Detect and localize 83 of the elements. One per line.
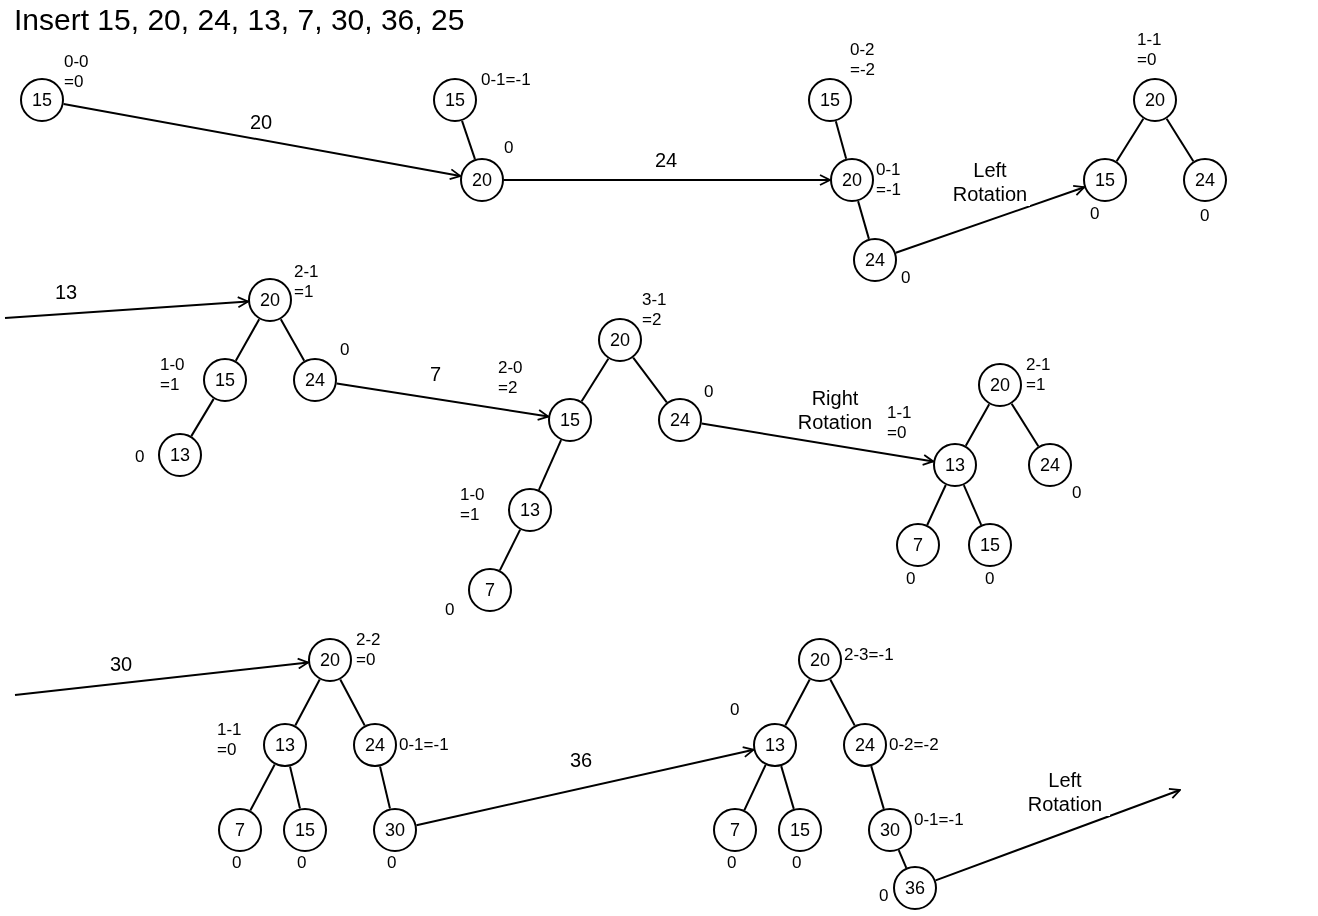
tree-node: 20 (598, 318, 642, 362)
tree-branch (379, 765, 391, 810)
balance-factor: 0 (1090, 204, 1100, 224)
tree-node: 13 (933, 443, 977, 487)
balance-factor: 0 (1200, 206, 1210, 226)
step-arrow (14, 657, 310, 696)
tree-node: 20 (978, 363, 1022, 407)
tree-node: 20 (798, 638, 842, 682)
tree-branch (870, 765, 885, 810)
tree-node: 30 (373, 808, 417, 852)
tree-branch (857, 200, 870, 240)
tree-node: 13 (508, 488, 552, 532)
tree-node: 15 (283, 808, 327, 852)
balance-factor: 0 (504, 138, 514, 158)
tree-node: 24 (353, 723, 397, 767)
tree-node: 7 (896, 523, 940, 567)
balance-factor: 2-3=-1 (844, 645, 894, 665)
tree-node: 20 (830, 158, 874, 202)
tree-node: 13 (263, 723, 307, 767)
tree-node: 15 (433, 78, 477, 122)
balance-factor: 0-1=-1 (399, 735, 449, 755)
balance-factor: 0 (387, 853, 397, 873)
balance-factor: 0-1=-1 (481, 70, 531, 90)
tree-node: 24 (658, 398, 702, 442)
balance-factor: 0 (297, 853, 307, 873)
balance-factor: 0 (906, 569, 916, 589)
balance-factor: 0-2 =-2 (850, 40, 877, 80)
balance-factor: 0 (704, 382, 714, 402)
tree-node: 20 (1133, 78, 1177, 122)
balance-factor: 2-1 =1 (294, 262, 320, 302)
balance-factor: 0 (445, 600, 455, 620)
balance-factor: 0-2=-2 (889, 735, 939, 755)
balance-factor: 0 (232, 853, 242, 873)
balance-factor: 3-1 =2 (642, 290, 668, 330)
balance-factor: 1-1 =0 (1137, 30, 1163, 70)
step-arrow (4, 296, 250, 319)
tree-node: 15 (968, 523, 1012, 567)
tree-node: 24 (853, 238, 897, 282)
tree-node: 15 (203, 358, 247, 402)
tree-node: 15 (548, 398, 592, 442)
balance-factor: 2-0 =2 (498, 358, 524, 398)
tree-node: 7 (218, 808, 262, 852)
title: Insert 15, 20, 24, 13, 7, 30, 36, 25 (14, 2, 465, 38)
balance-factor: 0 (985, 569, 995, 589)
tree-node: 36 (893, 866, 937, 910)
balance-factor: 0-1=-1 (914, 810, 964, 830)
balance-factor: 0 (730, 700, 740, 720)
tree-node: 13 (158, 433, 202, 477)
balance-factor: 0 (727, 853, 737, 873)
balance-factor: 0 (879, 886, 889, 906)
tree-node: 7 (713, 808, 757, 852)
balance-factor: 0-1 =-1 (876, 160, 903, 200)
tree-node: 20 (460, 158, 504, 202)
balance-factor: 0-0 =0 (64, 52, 90, 92)
tree-node: 15 (808, 78, 852, 122)
balance-factor: 1-0 =1 (160, 355, 186, 395)
balance-factor: 0 (901, 268, 911, 288)
tree-node: 24 (843, 723, 887, 767)
tree-node: 7 (468, 568, 512, 612)
balance-factor: 0 (1072, 483, 1082, 503)
balance-factor: 0 (340, 340, 350, 360)
balance-factor: 0 (792, 853, 802, 873)
tree-branch (834, 120, 848, 160)
balance-factor: 1-1 =0 (887, 403, 913, 443)
tree-node: 20 (308, 638, 352, 682)
tree-node: 24 (1028, 443, 1072, 487)
balance-factor: 0 (135, 447, 145, 467)
tree-node: 24 (1183, 158, 1227, 202)
tree-branch (780, 765, 795, 810)
tree-node: 15 (20, 78, 64, 122)
tree-node: 24 (293, 358, 337, 402)
tree-branch (632, 356, 668, 404)
tree-node: 13 (753, 723, 797, 767)
balance-factor: 1-0 =1 (460, 485, 486, 525)
balance-factor: 1-1 =0 (217, 720, 243, 760)
tree-node: 30 (868, 808, 912, 852)
tree-node: 20 (248, 278, 292, 322)
step-arrow (503, 174, 831, 186)
balance-factor: 2-2 =0 (356, 630, 382, 670)
tree-node: 15 (1083, 158, 1127, 202)
tree-node: 15 (778, 808, 822, 852)
tree-branch (289, 765, 301, 810)
balance-factor: 2-1 =1 (1026, 355, 1052, 395)
